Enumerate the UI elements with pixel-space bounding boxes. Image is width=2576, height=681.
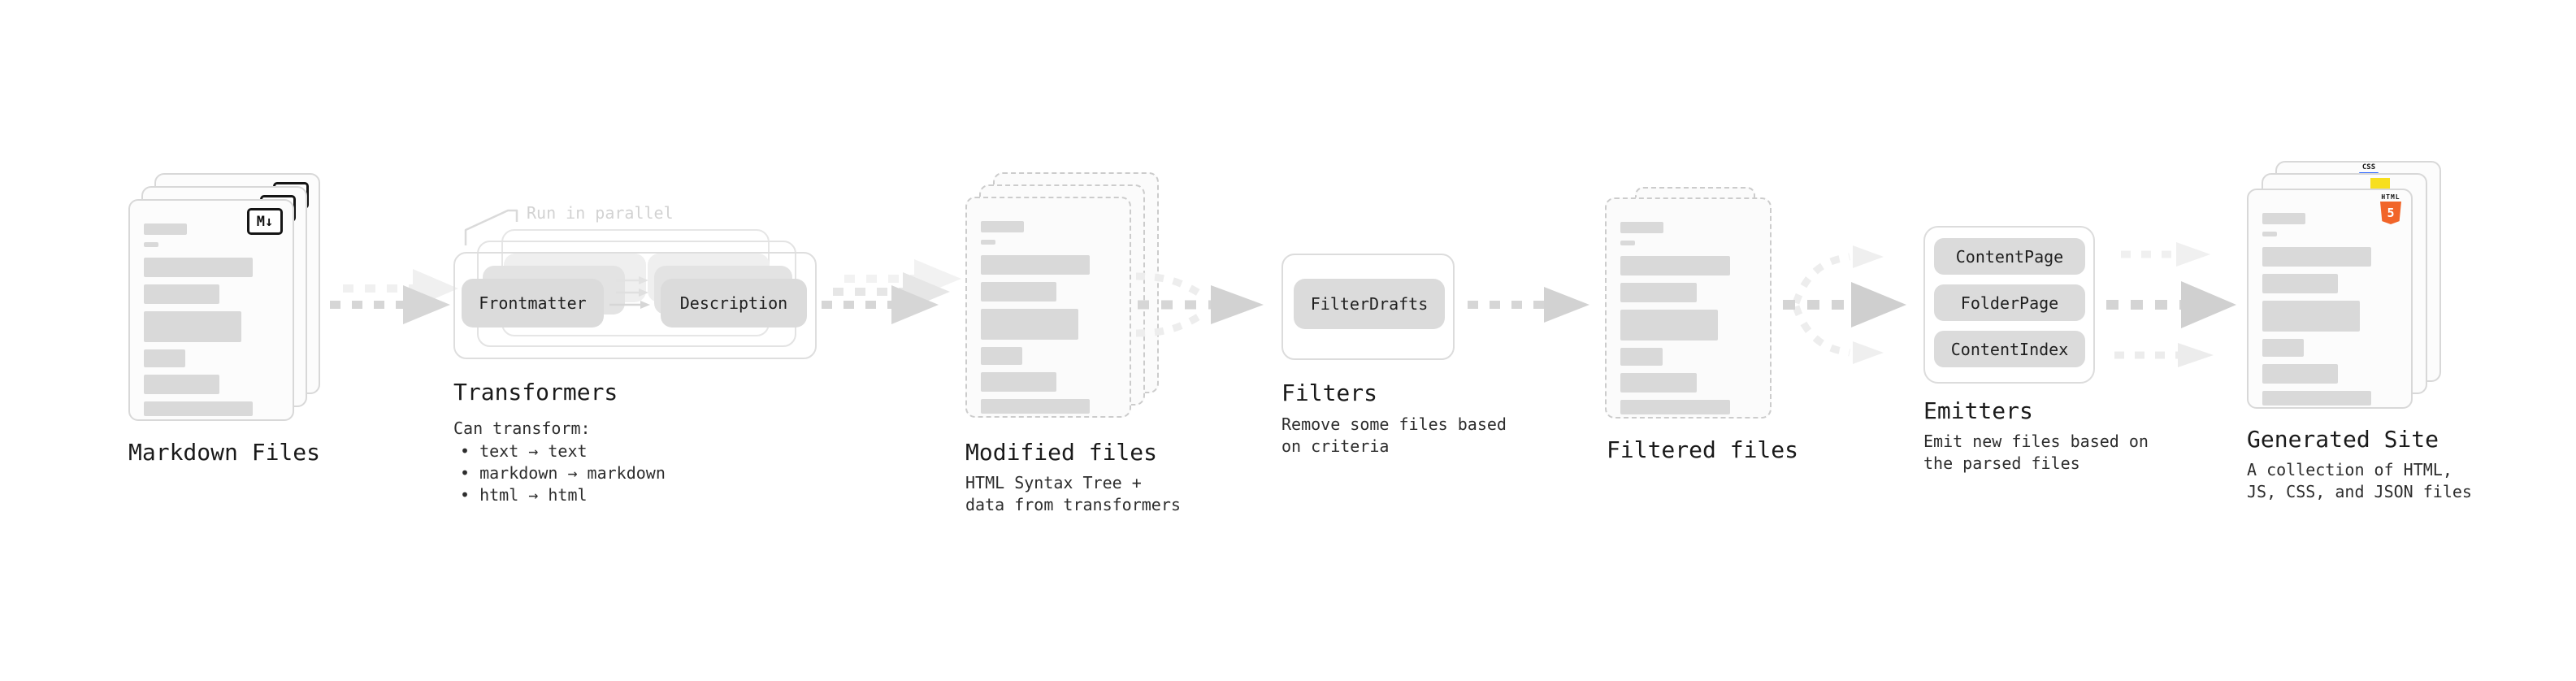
skeleton-line	[1620, 222, 1664, 233]
skeleton-line	[2262, 339, 2305, 357]
filters-frame	[1281, 254, 1455, 360]
subtitle-line: A collection of HTML,	[2247, 460, 2452, 479]
skeleton-line	[981, 347, 1023, 365]
document-skeleton	[967, 198, 1130, 416]
emitters-title: Emitters	[1923, 397, 2033, 424]
filtered-doc-front	[1605, 197, 1772, 419]
filters-title: Filters	[1281, 380, 1378, 406]
skeleton-line	[144, 284, 219, 304]
arrow-modified-to-filters	[1135, 272, 1264, 337]
arrow-filters-to-filtered	[1468, 287, 1589, 323]
document-skeleton	[130, 201, 293, 419]
subtitle-line: Emit new files based on	[1923, 432, 2149, 451]
skeleton-line	[144, 223, 188, 235]
html5-file-icon: HTML 5	[2379, 193, 2403, 224]
document-skeleton	[1607, 199, 1770, 417]
css-icon-label: CSS	[2361, 163, 2376, 171]
bullet-item: • markdown → markdown	[460, 463, 666, 483]
filters-subtitle: Remove some files based on criteria	[1281, 414, 1507, 458]
mini-arrow-icon	[616, 276, 648, 284]
arrow-markdown-to-transformers	[330, 269, 458, 324]
markdown-files-title: Markdown Files	[128, 439, 321, 466]
html5-icon-number: 5	[2387, 206, 2395, 220]
skeleton-line	[144, 242, 159, 247]
skeleton-line	[144, 375, 219, 394]
skeleton-line	[981, 309, 1078, 340]
generated-doc-html: HTML 5	[2247, 189, 2413, 409]
transformers-title: Transformers	[453, 379, 618, 406]
modified-files-subtitle: HTML Syntax Tree + data from transformer…	[965, 472, 1181, 516]
filtered-files-title: Filtered files	[1607, 436, 1799, 463]
subtitle-line: data from transformers	[965, 495, 1181, 514]
skeleton-line	[2262, 274, 2338, 293]
bullet-item: • html → html	[460, 485, 588, 505]
skeleton-line	[2262, 301, 2360, 332]
skeleton-line	[1620, 256, 1731, 275]
mini-arrow-icon	[616, 288, 648, 297]
modified-files-title: Modified files	[965, 439, 1158, 466]
bullet-item: • text → text	[460, 441, 588, 461]
emitters-subtitle: Emit new files based on the parsed files	[1923, 431, 2149, 475]
subtitle-line: the parsed files	[1923, 453, 2080, 473]
html5-icon-label: HTML	[2381, 193, 2400, 201]
arrow-emitters-to-generated	[2106, 242, 2236, 367]
skeleton-line	[981, 372, 1056, 392]
transformers-frame-front	[453, 252, 817, 359]
skeleton-line	[1620, 373, 1697, 393]
filter-pill-filterdrafts: FilterDrafts	[1294, 279, 1445, 329]
skeleton-line	[2262, 247, 2372, 267]
skeleton-line	[144, 258, 254, 277]
markdown-doc-front: M↓	[128, 199, 294, 421]
transformers-subtitle-heading: Can transform:	[453, 419, 591, 438]
document-skeleton	[2249, 190, 2411, 407]
callout-leader-line	[464, 209, 518, 245]
skeleton-line	[1620, 400, 1731, 414]
generated-site-title: Generated Site	[2247, 426, 2439, 453]
generated-site-subtitle: A collection of HTML, JS, CSS, and JSON …	[2247, 459, 2472, 503]
skeleton-line	[144, 349, 186, 367]
mini-arrow-icon	[609, 301, 650, 309]
skeleton-line	[1620, 241, 1636, 245]
arrow-transformers-to-modified	[822, 259, 961, 324]
skeleton-line	[2262, 232, 2278, 236]
skeleton-line	[981, 240, 996, 245]
emitter-pill-folderpage: FolderPage	[1934, 284, 2085, 321]
transformer-pill-frontmatter: Frontmatter	[462, 279, 604, 327]
transformer-pill-description: Description	[661, 279, 807, 327]
skeleton-line	[1620, 283, 1697, 302]
skeleton-line	[2262, 391, 2372, 406]
subtitle-line: Remove some files based	[1281, 414, 1507, 434]
subtitle-line: on criteria	[1281, 436, 1390, 456]
skeleton-line	[2262, 364, 2338, 384]
arrow-filtered-to-emitters	[1783, 245, 1906, 364]
emitter-pill-contentindex: ContentIndex	[1934, 331, 2085, 367]
run-in-parallel-label: Run in parallel	[527, 203, 674, 223]
skeleton-line	[1620, 348, 1663, 366]
skeleton-line	[144, 401, 254, 416]
skeleton-line	[1620, 310, 1719, 340]
transformers-bullet-list: • text → text • markdown → markdown • ht…	[460, 440, 666, 506]
emitters-frame	[1923, 226, 2095, 384]
skeleton-line	[2262, 213, 2306, 224]
skeleton-line	[981, 399, 1091, 414]
skeleton-line	[144, 311, 241, 342]
subtitle-line: HTML Syntax Tree +	[965, 473, 1142, 492]
subtitle-line: JS, CSS, and JSON files	[2247, 482, 2472, 501]
html5-icon-shield: 5	[2380, 202, 2401, 224]
modified-doc-front	[965, 197, 1131, 418]
skeleton-line	[981, 282, 1056, 301]
emitter-pill-contentpage: ContentPage	[1934, 238, 2085, 275]
skeleton-line	[981, 255, 1091, 275]
skeleton-line	[981, 221, 1025, 232]
markdown-icon: M↓	[247, 208, 283, 235]
